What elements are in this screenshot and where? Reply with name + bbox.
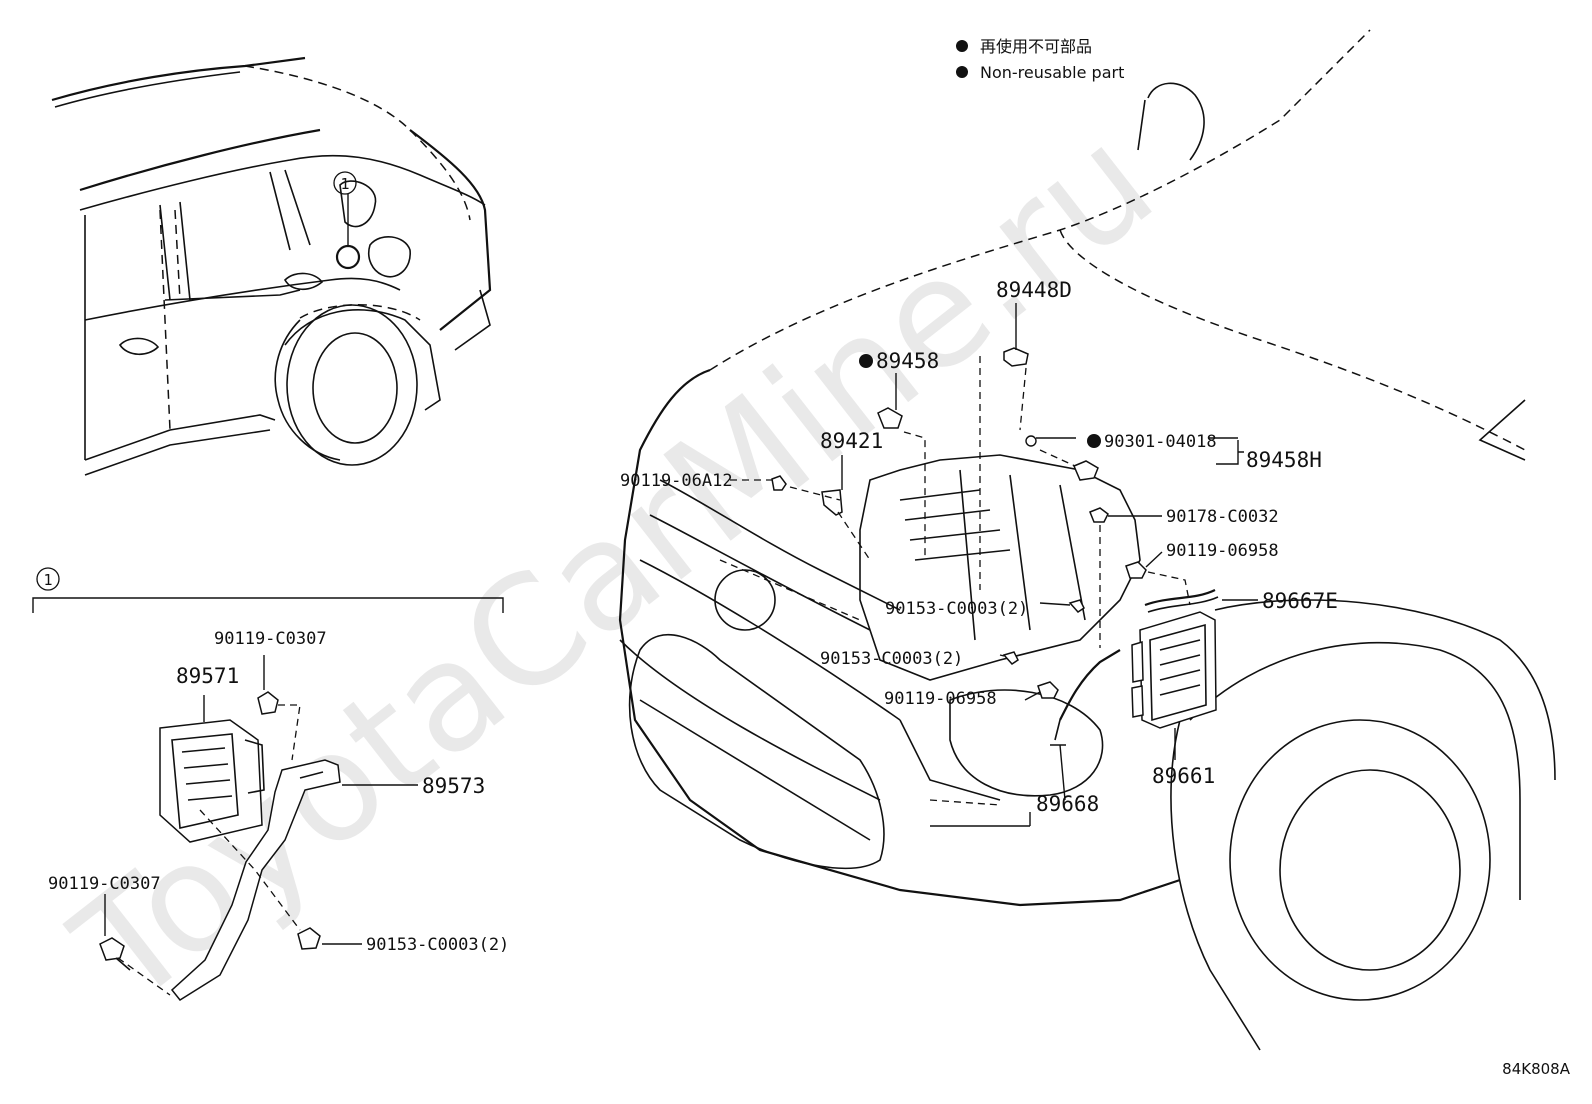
watermark: ToyotaCarMine.ru (44, 94, 1185, 1038)
part-label-89448D: 89448D (996, 278, 1072, 302)
legend-item-en: Non-reusable part (980, 63, 1124, 82)
part-label-89667E: 89667E (1262, 589, 1338, 613)
part-label-90301-04018: 90301-04018 (1104, 432, 1217, 452)
part-label-90153-C0003-middle: 90153-C0003(2) (820, 649, 963, 669)
part-label-90119-06958-lower: 90119-06958 (884, 689, 997, 709)
part-label-89661: 89661 (1152, 764, 1215, 788)
non-reusable-mark (1087, 434, 1101, 448)
inset-fuel-lid: 1 (32, 567, 504, 1001)
part-label-89458H: 89458H (1246, 448, 1322, 472)
part-label-90119-C0307-lower: 90119-C0307 (48, 874, 161, 894)
rear-car-view: 1 (51, 56, 492, 476)
part-label-90153-C0003-upper: 90153-C0003(2) (885, 599, 1028, 619)
part-label-89458: 89458 (876, 349, 939, 373)
front-car-view (618, 29, 1556, 1051)
part-label-90153-C0003-inset: 90153-C0003(2) (366, 935, 509, 955)
diagram-code: 84K808A (1502, 1060, 1571, 1078)
part-label-90119-06A12: 90119-06A12 (620, 471, 733, 491)
part-label-90119-06958-upper: 90119-06958 (1166, 541, 1279, 561)
part-label-89668: 89668 (1036, 792, 1099, 816)
legend: 再使用不可部品 Non-reusable part (956, 37, 1124, 82)
callout-marker: 1 (340, 175, 349, 193)
part-label-90178-C0032: 90178-C0032 (1166, 507, 1279, 527)
part-labels: 89448D 89458 89421 90119-06A12 90301-040… (48, 278, 1338, 955)
part-label-90119-C0307-upper: 90119-C0307 (214, 629, 327, 649)
inset-marker: 1 (43, 571, 52, 589)
non-reusable-mark (859, 354, 873, 368)
legend-item-jp: 再使用不可部品 (980, 37, 1092, 56)
part-label-89571: 89571 (176, 664, 239, 688)
part-label-89421: 89421 (820, 429, 883, 453)
part-label-89573: 89573 (422, 774, 485, 798)
